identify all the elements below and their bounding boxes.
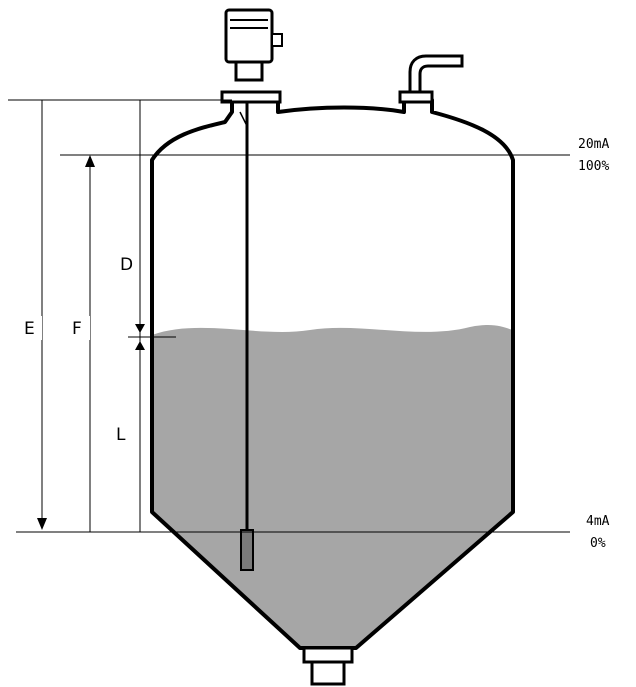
marker-4ma: 4mA bbox=[586, 514, 610, 529]
inlet-pipe bbox=[398, 54, 464, 104]
probe-rod bbox=[239, 102, 254, 571]
marker-100-percent: 100% bbox=[578, 159, 609, 174]
dimension-f bbox=[70, 155, 95, 532]
label-f: F bbox=[72, 319, 82, 339]
tank-outline bbox=[150, 98, 515, 650]
marker-20ma: 20mA bbox=[578, 137, 609, 152]
label-d: D bbox=[120, 255, 133, 275]
label-l: L bbox=[116, 425, 126, 445]
bottom-nozzle bbox=[302, 646, 354, 686]
dimension-d-l bbox=[135, 100, 145, 532]
label-e: E bbox=[24, 319, 35, 339]
liquid-fill bbox=[152, 325, 513, 648]
level-transmitter bbox=[220, 8, 283, 104]
marker-0-percent: 0% bbox=[590, 536, 606, 551]
dimension-e bbox=[22, 100, 47, 530]
